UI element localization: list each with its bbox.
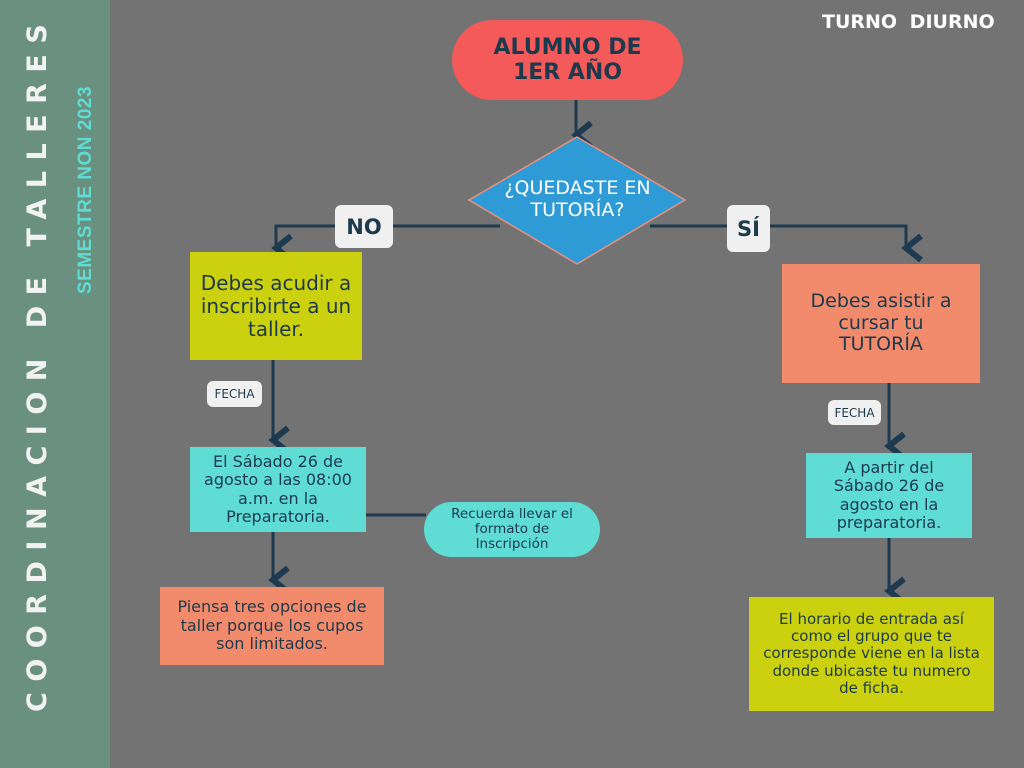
no-note: Recuerda llevar el formato de Inscripció… bbox=[424, 502, 600, 557]
yes-step1: Debes asistir a cursar tu TUTORÍA bbox=[782, 264, 980, 383]
yes-label: SÍ bbox=[727, 205, 770, 252]
no-step3: Piensa tres opciones de taller porque lo… bbox=[160, 587, 384, 665]
no-label: NO bbox=[335, 205, 393, 248]
start-node: ALUMNO DE 1ER AÑO bbox=[452, 20, 683, 100]
yes-step2: A partir del Sábado 26 de agosto en la p… bbox=[806, 453, 972, 538]
yes-date-tag: FECHA bbox=[828, 400, 881, 425]
no-step2: El Sábado 26 de agosto a las 08:00 a.m. … bbox=[190, 447, 366, 532]
sidebar: COORDINACION DE TALLERES SEMESTRE NON 20… bbox=[0, 0, 110, 768]
yes-step3: El horario de entrada así como el grupo … bbox=[749, 597, 994, 711]
no-date-tag: FECHA bbox=[207, 381, 262, 407]
line-yes bbox=[650, 224, 923, 263]
decision-diamond bbox=[467, 136, 687, 265]
decision-text: ¿QUEDASTE EN TUTORÍA? bbox=[504, 177, 651, 221]
no-step1: Debes acudir a inscribirte a un taller. bbox=[190, 252, 362, 360]
shift-label: TURNO DIURNO bbox=[822, 11, 995, 33]
line-no bbox=[271, 224, 500, 263]
